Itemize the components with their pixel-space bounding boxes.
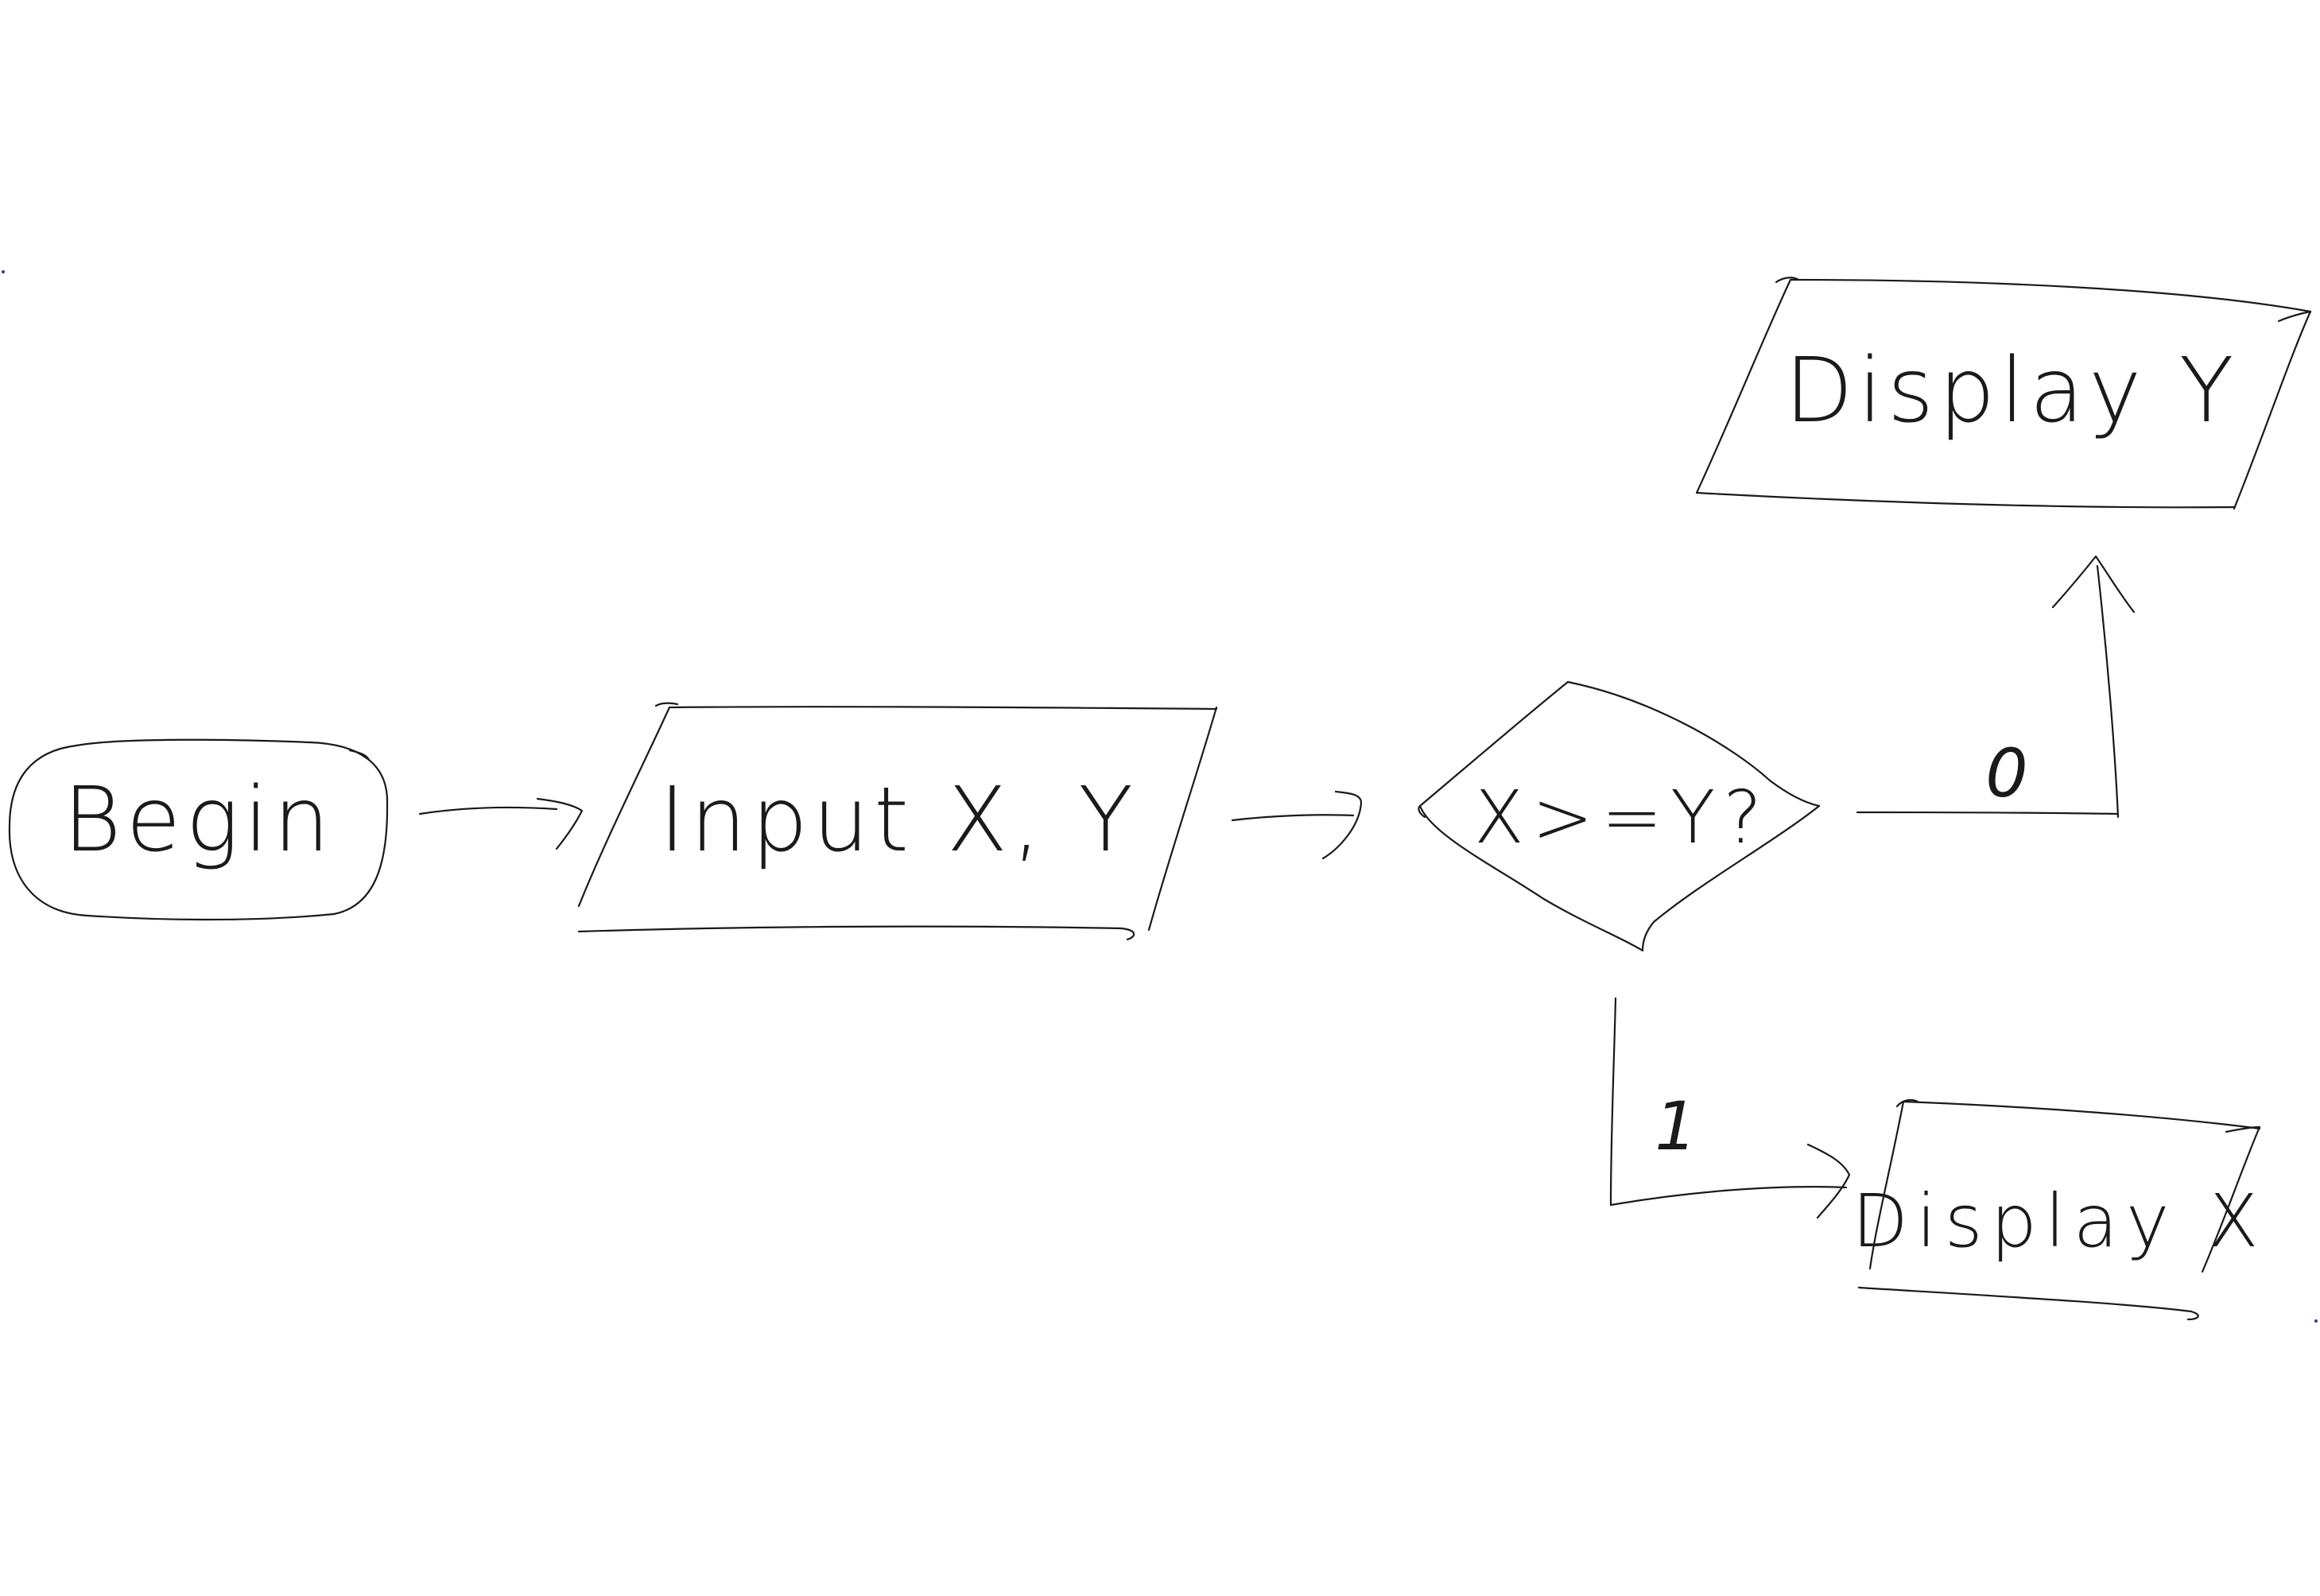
edge-false-label: 0 [1985, 734, 2027, 812]
display-y-node: Display Y [1695, 277, 2312, 510]
decision-node: X>=Y? [1418, 680, 1821, 952]
display-x-node: Display X [1852, 1098, 2266, 1321]
begin-label: Begin [63, 769, 335, 872]
arrow-input-to-decision [1231, 790, 1363, 860]
ink-dot [2314, 1319, 2318, 1323]
display-y-label: Display Y [1785, 339, 2239, 443]
display-x-label: Display X [1852, 1179, 2266, 1264]
edge-true: 1 [1609, 997, 1851, 1219]
edge-true-label: 1 [1655, 1087, 1697, 1165]
input-label: Input X, Y [659, 769, 1138, 872]
begin-node: Begin [8, 738, 389, 921]
decision-label: X>=Y? [1474, 775, 1770, 860]
edge-false: 0 [1856, 555, 2136, 819]
ink-dot [2, 270, 5, 273]
arrow-begin-to-input [418, 797, 584, 850]
input-node: Input X, Y [577, 702, 1218, 941]
